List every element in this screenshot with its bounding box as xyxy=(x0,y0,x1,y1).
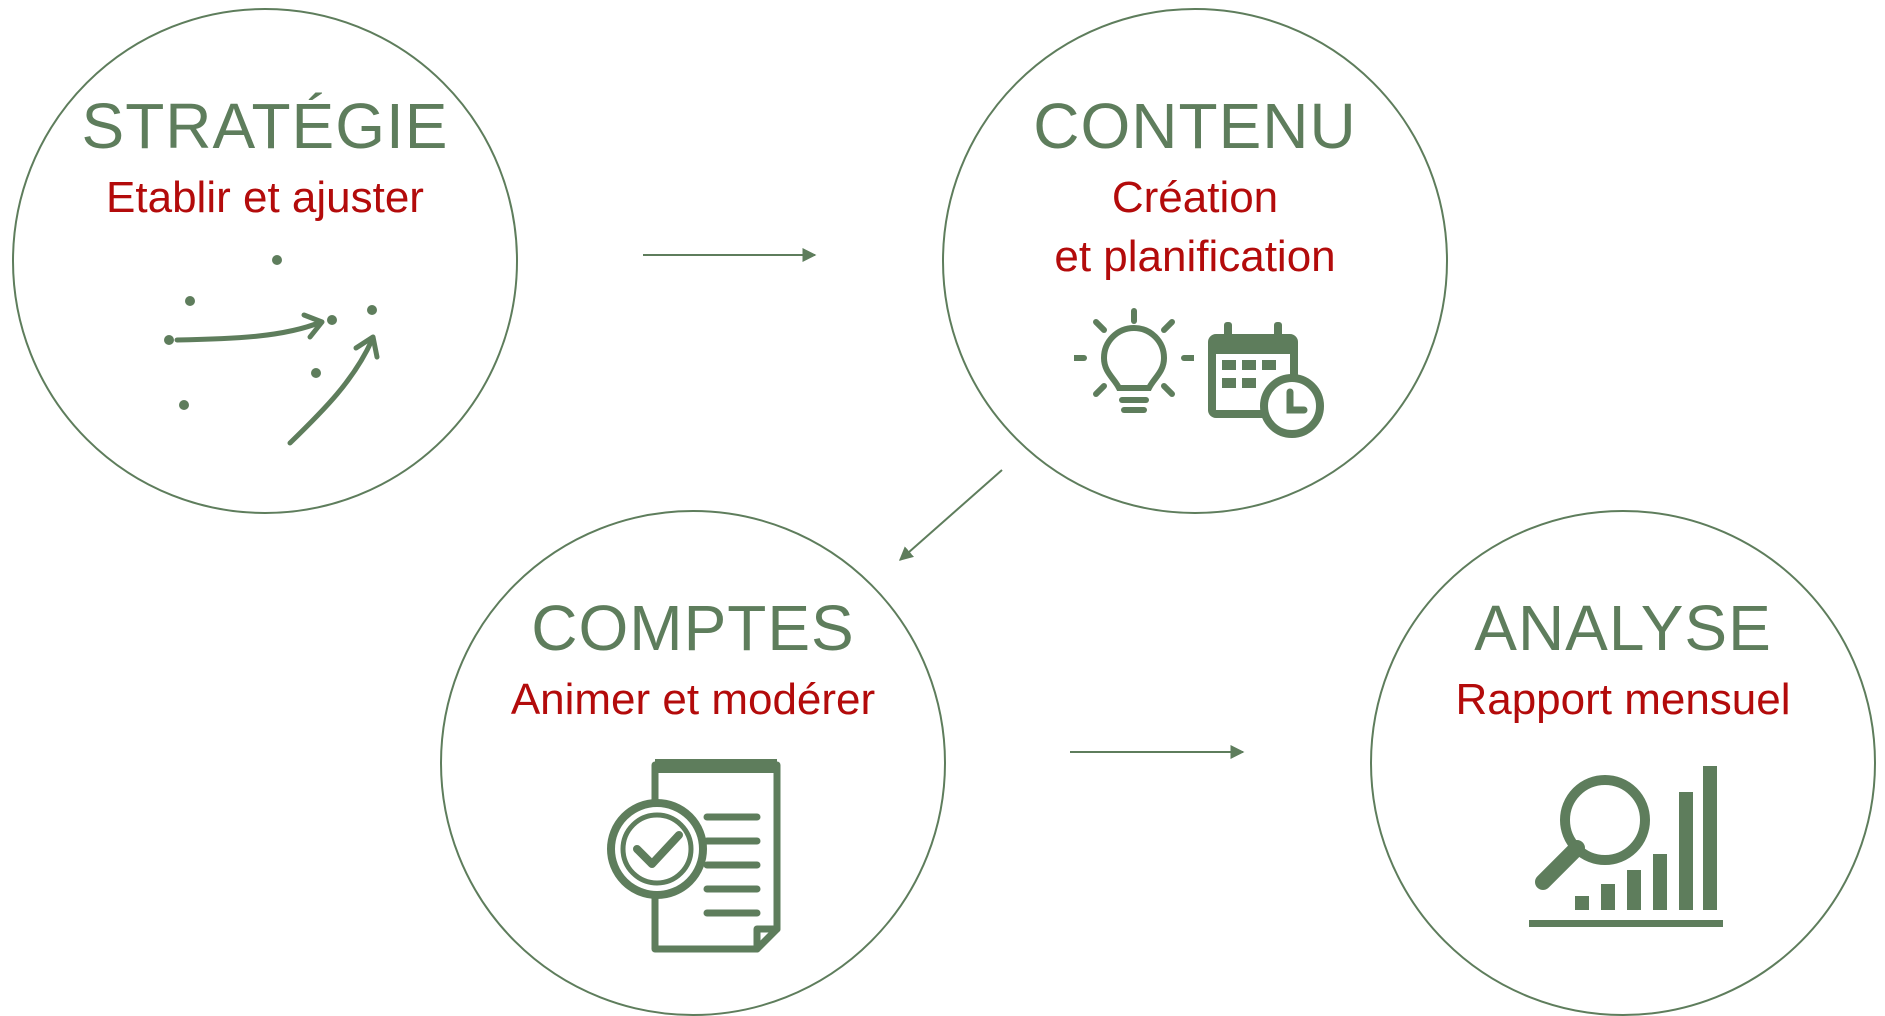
step-subtitle: Création et planification xyxy=(1054,173,1336,282)
step-subtitle: Rapport mensuel xyxy=(1455,675,1791,724)
lightbulb-icon xyxy=(1074,308,1194,413)
step-title: STRATÉGIE xyxy=(81,90,449,162)
step-strategie: STRATÉGIE Etablir et ajuster xyxy=(12,8,518,514)
arrow-contenu-to-comptes xyxy=(898,469,1003,561)
step-subtitle: Animer et modérer xyxy=(510,675,876,724)
step-title: ANALYSE xyxy=(1474,592,1772,664)
step-title: CONTENU xyxy=(1033,90,1357,162)
strategy-arrows-icon xyxy=(164,255,380,446)
step-comptes: COMPTES Animer et modérer xyxy=(440,510,946,1016)
step-subtitle: Etablir et ajuster xyxy=(106,173,424,222)
step-analyse: ANALYSE Rapport mensuel xyxy=(1370,510,1876,1016)
step-contenu: CONTENU Création et planification xyxy=(942,8,1448,514)
step-title: COMPTES xyxy=(531,592,855,664)
chart-magnifier-icon xyxy=(1529,766,1723,927)
calendar-clock-icon xyxy=(1208,322,1324,438)
document-check-icon xyxy=(607,759,781,953)
